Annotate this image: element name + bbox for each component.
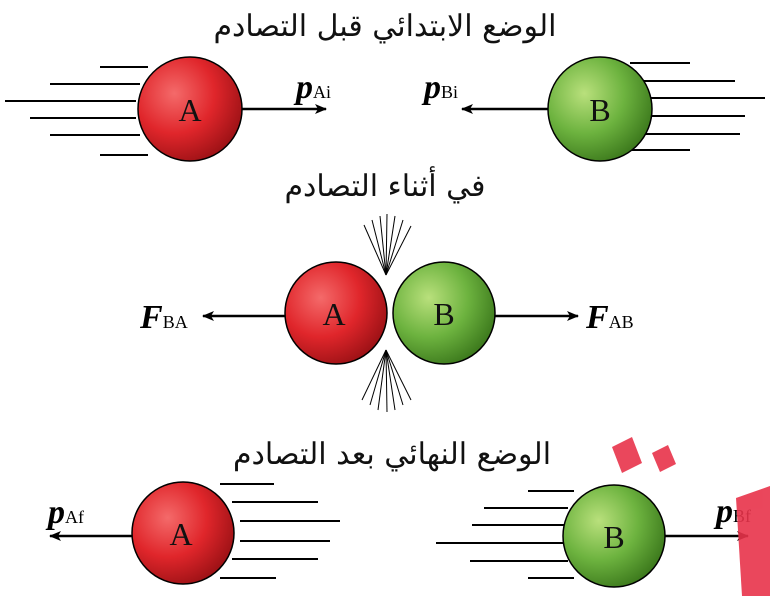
ball-a-initial-label: A <box>178 92 201 128</box>
ball-a-final <box>131 481 235 585</box>
ball-b-final-label: B <box>603 519 624 555</box>
title-before: الوضع الابتدائي قبل التصادم <box>213 9 556 44</box>
ball-b-final-motion-lines <box>436 490 574 579</box>
momentum-a-final-label: pAf <box>45 494 84 531</box>
ball-b-collision <box>392 261 496 365</box>
force-ba-label: FBA <box>139 299 188 336</box>
ball-a-initial-motion-lines <box>5 66 148 156</box>
ball-b-initial-motion-lines <box>630 62 765 151</box>
title-during: في أثناء التصادم <box>284 166 485 204</box>
ball-a-collision <box>284 261 388 365</box>
ball-b-initial-label: B <box>589 92 610 128</box>
ball-b-collision-label: B <box>433 296 454 332</box>
ball-a-final-label: A <box>169 516 192 552</box>
momentum-a-initial-label: pAi <box>293 69 331 106</box>
force-ab-label: FAB <box>585 299 634 336</box>
title-after: الوضع النهائي بعد التصادم <box>233 437 551 472</box>
impact-lines <box>361 213 412 413</box>
ball-a-collision-label: A <box>322 296 345 332</box>
watermark-logo <box>612 437 770 596</box>
momentum-b-initial-label: pBi <box>421 69 458 106</box>
ball-a-final-motion-lines <box>220 483 340 579</box>
